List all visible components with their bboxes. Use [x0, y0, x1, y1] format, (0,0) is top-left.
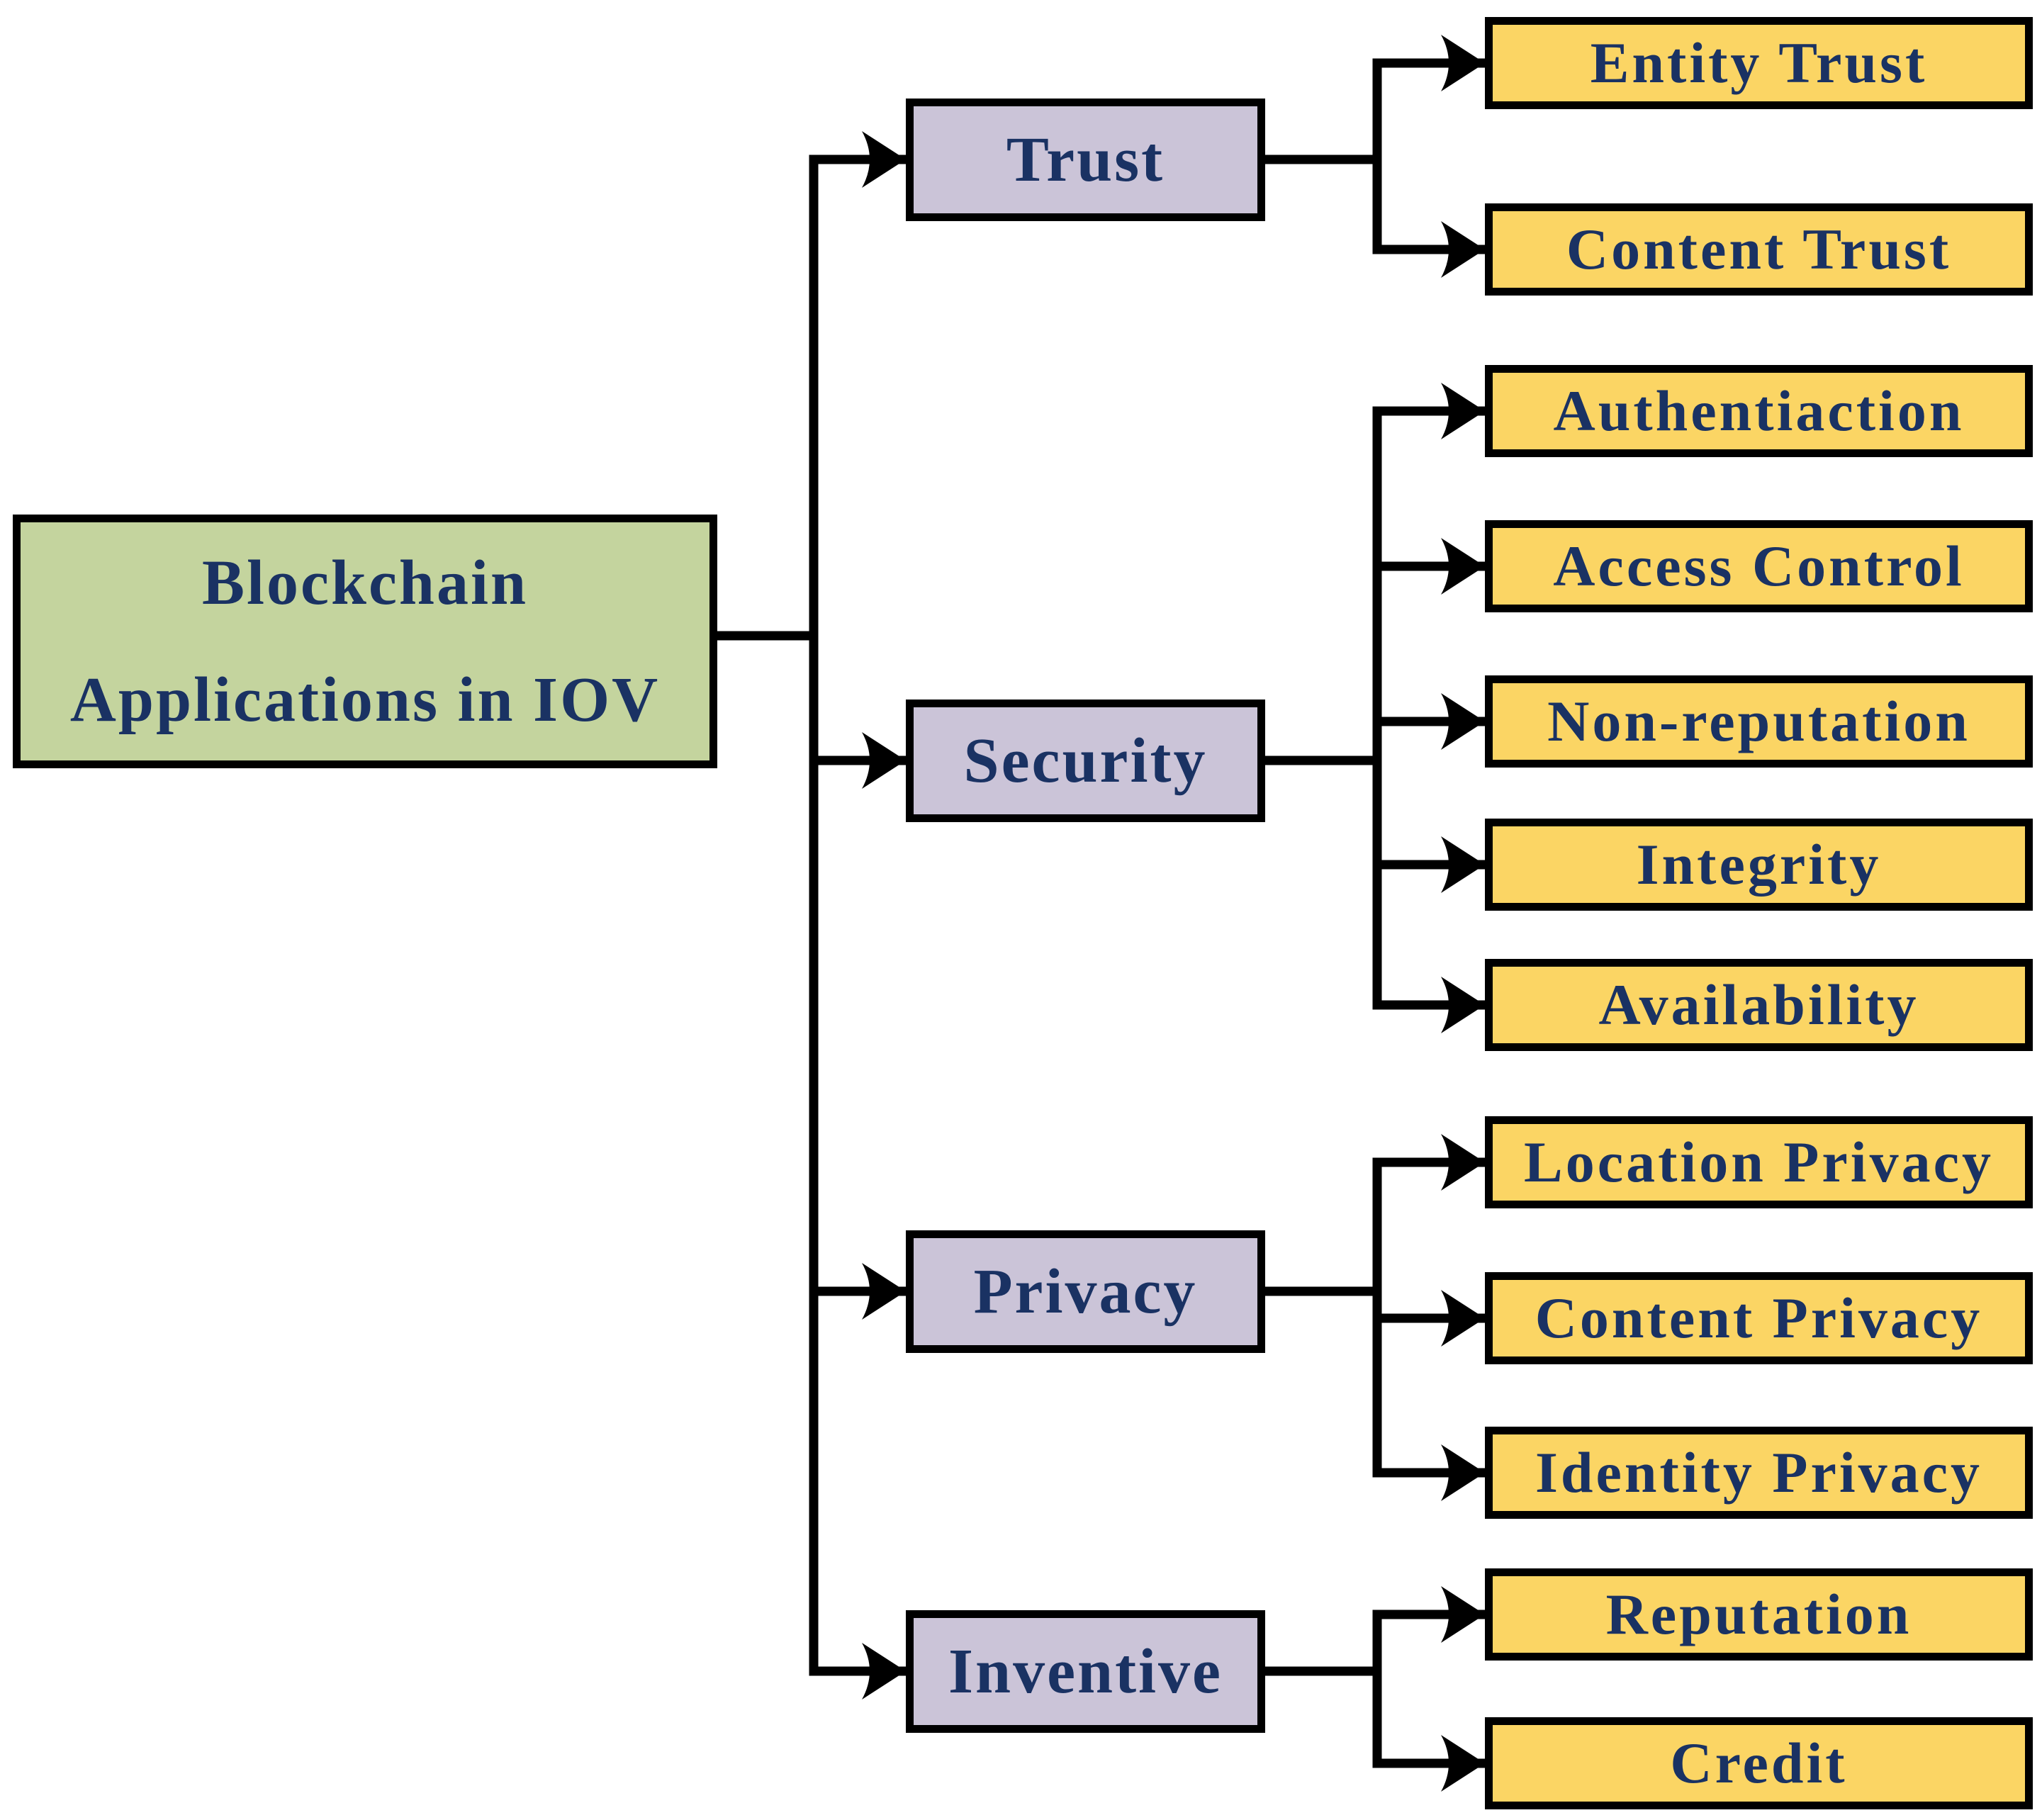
leaf-node-location-privacy: Location Privacy — [1485, 1116, 2033, 1208]
leaf-label-integrity: Integrity — [1636, 832, 1882, 897]
leaf-label-reputation: Reputation — [1605, 1582, 1912, 1646]
leaf-node-identity-privacy: Identity Privacy — [1485, 1427, 2033, 1519]
leaf-node-credit: Credit — [1485, 1717, 2033, 1809]
leaf-label-availability: Availability — [1598, 972, 1919, 1037]
category-label-privacy: Privacy — [973, 1256, 1198, 1327]
leaf-label-non-reputation: Non-reputation — [1547, 689, 1970, 753]
leaf-node-reputation: Reputation — [1485, 1568, 2033, 1661]
leaf-label-credit: Credit — [1670, 1731, 1848, 1795]
category-label-security: Security — [963, 725, 1208, 796]
leaf-label-identity-privacy: Identity Privacy — [1535, 1440, 1983, 1505]
category-node-inventive: Inventive — [906, 1610, 1265, 1733]
leaf-label-access-control: Access Control — [1553, 534, 1965, 598]
leaf-label-location-privacy: Location Privacy — [1524, 1130, 1994, 1194]
leaf-label-content-privacy: Content Privacy — [1535, 1286, 1983, 1350]
category-node-trust: Trust — [906, 99, 1265, 221]
leaf-node-access-control: Access Control — [1485, 520, 2033, 612]
category-node-security: Security — [906, 700, 1265, 822]
leaf-node-entity-trust: Entity Trust — [1485, 17, 2033, 109]
leaf-node-authentiaction: Authentiaction — [1485, 365, 2033, 457]
leaf-node-integrity: Integrity — [1485, 819, 2033, 911]
leaf-node-non-reputation: Non-reputation — [1485, 675, 2033, 768]
leaf-label-entity-trust: Entity Trust — [1590, 30, 1928, 95]
leaf-node-content-trust: Content Trust — [1485, 203, 2033, 296]
leaf-node-content-privacy: Content Privacy — [1485, 1272, 2033, 1364]
category-label-trust: Trust — [1006, 124, 1165, 195]
leaf-label-authentiaction: Authentiaction — [1553, 378, 1965, 443]
leaf-label-content-trust: Content Trust — [1566, 217, 1952, 281]
category-node-privacy: Privacy — [906, 1230, 1265, 1353]
root-label-line2: Applications in IOV — [69, 664, 661, 735]
leaf-node-availability: Availability — [1485, 959, 2033, 1051]
category-label-inventive: Inventive — [948, 1636, 1223, 1707]
root-node-blockchain-applications-iov: Blockchain Applications in IOV — [13, 515, 717, 768]
root-label-line1: Blockchain — [201, 547, 529, 618]
